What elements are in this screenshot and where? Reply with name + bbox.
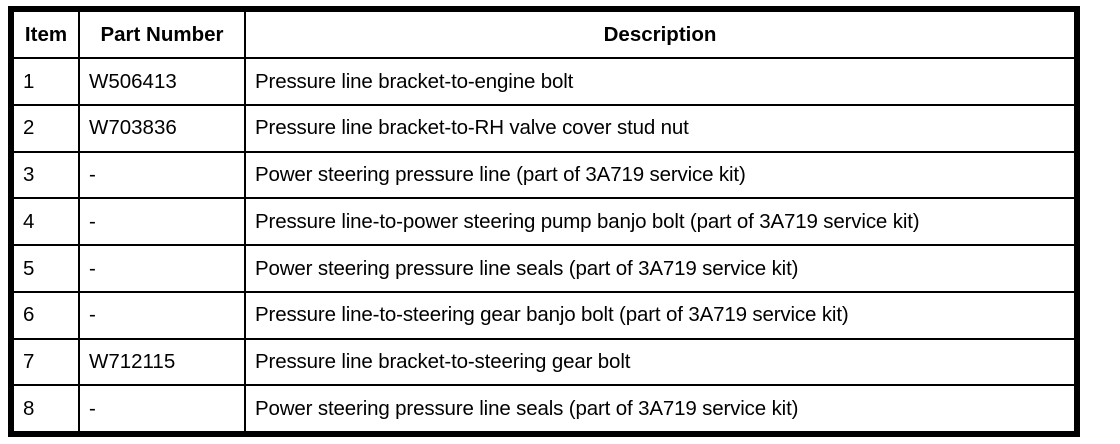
cell-description: Pressure line-to-steering gear banjo bol…: [244, 290, 1076, 340]
cell-description: Pressure line-to-power steering pump ban…: [244, 197, 1076, 246]
cell-part-number: -: [78, 150, 246, 200]
column-header-part-number: Part Number: [78, 10, 246, 59]
cell-description: Power steering pressure line seals (part…: [244, 244, 1076, 293]
cell-description: Pressure line bracket-to-steering gear b…: [244, 337, 1076, 387]
cell-item: 7: [12, 337, 80, 387]
cell-item: 1: [12, 57, 80, 106]
table-header-row: Item Part Number Description: [12, 10, 1076, 59]
table-row: 3-Power steering pressure line (part of …: [12, 150, 1076, 200]
cell-item: 5: [12, 244, 80, 293]
cell-item: 4: [12, 197, 80, 246]
cell-description: Power steering pressure line (part of 3A…: [244, 150, 1076, 200]
table-row: 6-Pressure line-to-steering gear banjo b…: [12, 290, 1076, 340]
cell-item: 8: [12, 384, 80, 433]
cell-item: 3: [12, 150, 80, 200]
cell-part-number: W703836: [78, 103, 246, 153]
column-header-item: Item: [12, 10, 80, 59]
cell-part-number: -: [78, 197, 246, 246]
table-row: 4-Pressure line-to-power steering pump b…: [12, 197, 1076, 246]
cell-part-number: W506413: [78, 57, 246, 106]
cell-part-number: -: [78, 290, 246, 340]
cell-part-number: W712115: [78, 337, 246, 387]
cell-part-number: -: [78, 384, 246, 433]
cell-description: Power steering pressure line seals (part…: [244, 384, 1076, 433]
cell-description: Pressure line bracket-to-engine bolt: [244, 57, 1076, 106]
cell-part-number: -: [78, 244, 246, 293]
table-row: 5-Power steering pressure line seals (pa…: [12, 244, 1076, 293]
table-row: 8-Power steering pressure line seals (pa…: [12, 384, 1076, 433]
column-header-description: Description: [244, 10, 1076, 59]
cell-item: 2: [12, 103, 80, 153]
cell-item: 6: [12, 290, 80, 340]
table-header: Item Part Number Description: [12, 10, 1076, 59]
cell-description: Pressure line bracket-to-RH valve cover …: [244, 103, 1076, 153]
